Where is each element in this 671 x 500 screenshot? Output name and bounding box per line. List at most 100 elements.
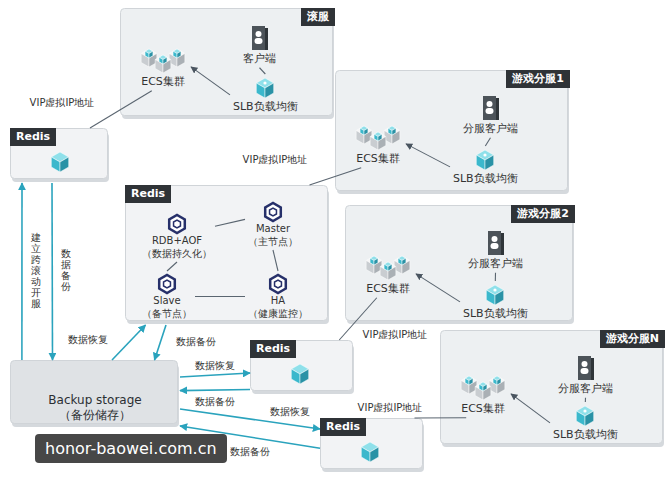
backup-arrow <box>180 373 250 377</box>
load-balancer: SLB负载均衡 <box>460 281 531 323</box>
zone-title: Redis <box>326 420 360 434</box>
connector <box>495 273 496 281</box>
edge-label: 数据恢复 <box>66 334 110 346</box>
client-terminal: 分服客户端 <box>555 352 616 398</box>
connector <box>585 398 586 402</box>
server-zone: 游戏分服N 分服客户端 SLB负载均衡 ECS集群 <box>440 330 665 448</box>
backup-arrow <box>155 325 167 360</box>
redis-panel: Redis <box>250 340 355 395</box>
ecs-cluster: ECS集群 <box>360 250 416 298</box>
node-label: HA （健康监控） <box>248 295 308 320</box>
connector <box>511 394 550 423</box>
ecs-icon <box>458 372 508 402</box>
node-label: ECS集群 <box>141 75 185 89</box>
backup-arrow <box>21 183 23 360</box>
redis-node: Master （主节点） <box>245 199 301 250</box>
client-terminal: 客户端 <box>240 22 279 68</box>
zone-tag: Redis <box>250 340 296 358</box>
zone-tag: Redis <box>125 185 171 203</box>
slb-icon <box>253 76 277 100</box>
connector <box>90 91 152 128</box>
backup-storage: Backup storage （备份储存） <box>10 360 180 428</box>
edge-label: VIP虚拟IP地址 <box>356 402 425 414</box>
redis-panel: Redis <box>10 128 110 183</box>
ecs-cluster: ECS集群 <box>135 43 191 91</box>
node-label: 分服客户端 <box>463 122 518 136</box>
node-label: Slave （备节点） <box>142 295 192 320</box>
server-zone: 游戏分服2 分服客户端 SLB负载均衡 ECS集群 <box>345 205 575 325</box>
zone-title: Redis <box>256 342 290 356</box>
redis-node-icon <box>262 201 284 223</box>
zone-tag: 游戏分服1 <box>506 70 570 88</box>
edge-label: 数据恢复 <box>268 406 312 418</box>
connector <box>415 417 467 418</box>
zone-tag: Redis <box>320 418 366 436</box>
ecs-icon <box>353 122 403 152</box>
edge-label: 数据备份 <box>228 446 272 458</box>
zone-title: Redis <box>16 130 50 144</box>
client-icon <box>480 94 502 122</box>
connector <box>215 219 245 226</box>
edge-label: 数据备份 <box>193 396 237 408</box>
redis-node-icon <box>156 273 178 295</box>
ecs-cluster: ECS集群 <box>455 370 511 418</box>
redis-icon <box>288 362 312 386</box>
node-label: ECS集群 <box>366 282 410 296</box>
server-zone: 游戏分服1 分服客户端 SLB负载均衡 ECS集群 <box>335 70 570 195</box>
node-label: SLB负载均衡 <box>553 428 618 442</box>
connector <box>273 250 278 271</box>
connector <box>260 68 266 74</box>
node-label: 客户端 <box>243 52 276 66</box>
connector <box>406 144 450 167</box>
client-icon <box>575 354 597 382</box>
slb-icon <box>473 148 497 172</box>
connector <box>195 296 245 297</box>
connector <box>167 262 177 271</box>
zone-title: 滚服 <box>307 10 329 24</box>
edge-label: VIP虚拟IP地址 <box>28 97 97 109</box>
zone-tag: 游戏分服2 <box>511 205 575 223</box>
node-label: ECS集群 <box>461 402 505 416</box>
client-terminal: 分服客户端 <box>465 227 526 273</box>
client-icon <box>249 24 271 52</box>
node-label: 分服客户端 <box>558 382 613 396</box>
slb-icon <box>573 404 597 428</box>
server-zone: 滚服客户端 SLB负载均衡 ECS集群 <box>120 8 335 120</box>
edge-label: 数据恢复 <box>193 360 237 372</box>
backup-arrow <box>112 325 146 360</box>
node-label: SLB负载均衡 <box>463 307 528 321</box>
load-balancer: SLB负载均衡 <box>550 402 621 444</box>
connector <box>485 138 490 146</box>
edge-label: 数据备份 <box>174 336 218 348</box>
redis-node: RDB+AOF （数据持久化） <box>139 211 215 262</box>
node-label: RDB+AOF （数据持久化） <box>142 235 212 260</box>
redis-node: Slave （备节点） <box>139 271 195 322</box>
edge-label: VIP虚拟IP地址 <box>361 329 430 341</box>
zone-title: 游戏分服2 <box>517 207 569 221</box>
connector <box>191 67 230 95</box>
node-label: 分服客户端 <box>468 257 523 271</box>
client-icon <box>485 229 507 257</box>
zone-tag: 游戏分服N <box>600 330 665 348</box>
zone-title: Redis <box>131 187 165 201</box>
watermark: honor-baowei.com.cn <box>35 434 227 463</box>
redis-icon <box>358 440 382 464</box>
zone-title: 游戏分服N <box>606 332 659 346</box>
node-label: ECS集群 <box>356 152 400 166</box>
slb-icon <box>483 283 507 307</box>
backup-arrow <box>51 183 53 360</box>
edge-label: 建立跨滚动开服 <box>30 230 42 311</box>
redis-node-icon <box>267 273 289 295</box>
edge-label: 数据备份 <box>60 246 72 294</box>
connector <box>310 168 362 185</box>
redis-icon <box>48 150 72 174</box>
zone-tag: 滚服 <box>301 8 335 26</box>
redis-node: HA （健康监控） <box>245 271 311 322</box>
load-balancer: SLB负载均衡 <box>230 74 301 116</box>
ecs-cluster: ECS集群 <box>350 120 406 168</box>
node-label: Master （主节点） <box>248 223 298 248</box>
load-balancer: SLB负载均衡 <box>450 146 521 188</box>
node-label: SLB负载均衡 <box>233 100 298 114</box>
